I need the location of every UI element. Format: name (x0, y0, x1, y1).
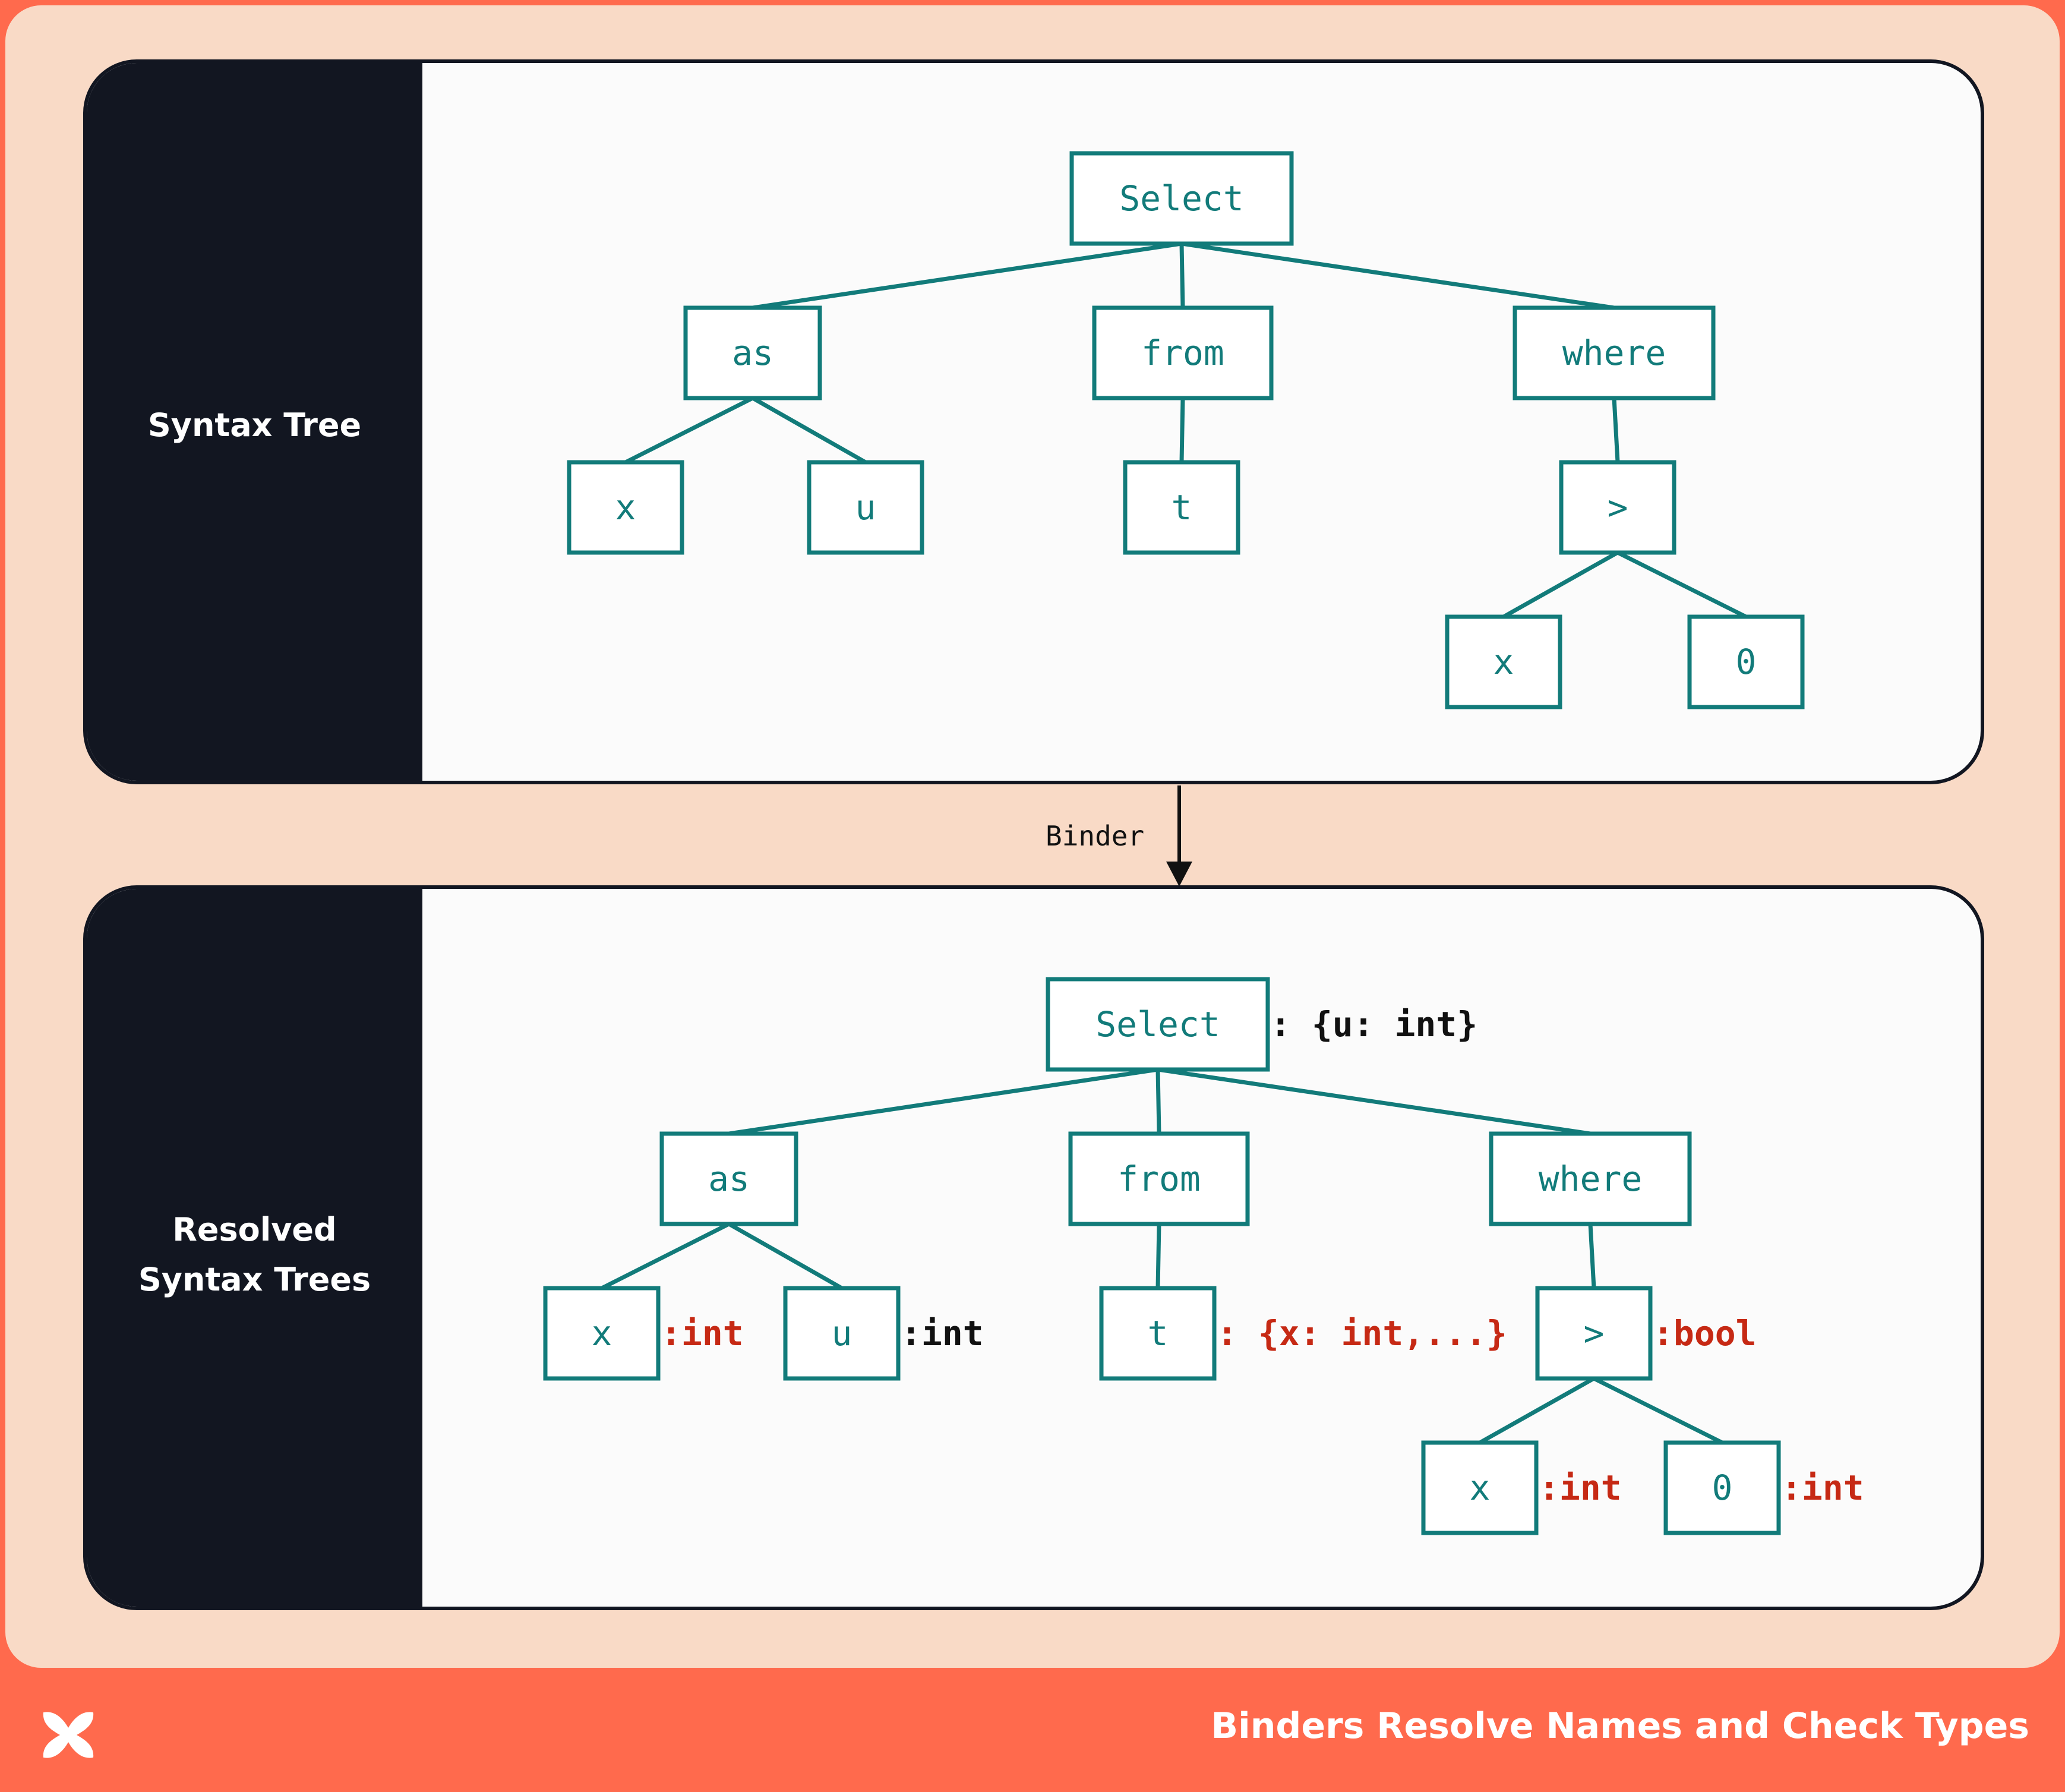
syntax-edge-gt-zero (1616, 550, 1747, 619)
type-annotation-zero: :int (1781, 1468, 1864, 1508)
resolved-node-label-zero: 0 (1712, 1468, 1733, 1508)
syntax-node-box-u (807, 460, 924, 555)
resolved-label-line-1: Resolved (172, 1211, 337, 1248)
resolved-node-box-from (1068, 1131, 1250, 1226)
resolved-node-label-gt: > (1584, 1313, 1605, 1354)
resolved-edge-gt-zero (1593, 1376, 1723, 1445)
binder-label: Binder (1046, 820, 1145, 852)
syntax-node-select: Select (1069, 151, 1294, 246)
resolved-node-label-select: Select (1095, 1004, 1220, 1045)
syntax-node-box-t (1123, 460, 1240, 555)
syntax-node-where: where (1513, 305, 1716, 400)
syntax-node-label-zero: 0 (1736, 642, 1757, 682)
syntax-node-box-x2 (1445, 614, 1562, 709)
syntax-node-zero: 0 (1687, 614, 1805, 709)
syntax-node-box-zero (1687, 614, 1805, 709)
syntax-edge-select-as (752, 241, 1182, 310)
resolved-node-box-as (659, 1131, 798, 1226)
syntax-node-box-from (1092, 305, 1274, 400)
syntax-edge-where-gt (1612, 397, 1620, 463)
syntax-node-label-u: u (855, 487, 876, 528)
resolved-node-box-t (1099, 1286, 1217, 1381)
syntax-node-label-as: as (732, 333, 773, 373)
resolved-node-box-where (1489, 1131, 1692, 1226)
syntax-node-box-select (1069, 151, 1294, 246)
resolved-node-gt: > (1535, 1286, 1653, 1381)
syntax-node-from: from (1092, 305, 1274, 400)
resolved-node-label-where: where (1539, 1159, 1643, 1199)
syntax-edge-select-where (1181, 241, 1615, 310)
resolved-label-line-2: Syntax Trees (138, 1261, 371, 1298)
type-annotation-t: : {x: int,...} (1217, 1313, 1507, 1354)
syntax-edge-as-u (752, 396, 867, 465)
binder-arrow (1166, 785, 1192, 886)
footer-title: Binders Resolve Names and Check Types (1211, 1705, 2029, 1747)
syntax-node-label-select: Select (1119, 178, 1244, 219)
syntax-node-gt: > (1559, 460, 1676, 555)
type-annotation-select: : {u: int} (1270, 1004, 1477, 1045)
resolved-node-zero: 0 (1663, 1440, 1781, 1535)
resolved-node-label-from: from (1117, 1159, 1201, 1199)
type-annotation-x: :int (661, 1313, 744, 1354)
syntax-node-x2: x (1445, 614, 1562, 709)
syntax-node-label-x2: x (1494, 642, 1514, 682)
resolved-node-box-gt (1535, 1286, 1653, 1381)
syntax-edge-select-from (1179, 243, 1185, 308)
syntax-node-label-gt: > (1608, 487, 1628, 528)
resolved-node-x2: x (1421, 1440, 1539, 1535)
syntax-tree-panel: Syntax Tree Select as from where x u t > x 0 (83, 59, 1984, 784)
resolved-edge-where-gt (1588, 1223, 1596, 1289)
syntax-node-x: x (567, 460, 684, 555)
resolved-node-x: x (543, 1286, 661, 1381)
resolved-node-box-zero (1663, 1440, 1781, 1535)
brand-x-logo-icon (43, 1712, 94, 1758)
resolved-label-band: Resolved Syntax Trees (87, 889, 422, 1607)
resolved-edge-from-t (1155, 1223, 1161, 1289)
syntax-tree-diagram: Select as from where x u t > x 0 (567, 151, 1805, 709)
resolved-node-t: t (1099, 1286, 1217, 1381)
syntax-node-label-from: from (1141, 333, 1224, 373)
syntax-tree-label-band: Syntax Tree (87, 63, 422, 781)
type-annotation-x2: :int (1539, 1468, 1622, 1508)
resolved-node-from: from (1068, 1131, 1250, 1226)
resolved-node-box-x (543, 1286, 661, 1381)
syntax-node-box-as (683, 305, 822, 400)
resolved-node-label-u: u (832, 1313, 852, 1354)
resolved-node-label-x2: x (1470, 1468, 1491, 1508)
resolved-node-box-select (1046, 977, 1270, 1072)
resolved-edge-as-u (728, 1222, 843, 1291)
resolved-node-select: Select (1046, 977, 1270, 1072)
resolved-node-label-t: t (1148, 1313, 1169, 1354)
resolved-node-as: as (659, 1131, 798, 1226)
syntax-edge-as-x (624, 396, 754, 465)
type-annotation-gt: :bool (1653, 1313, 1757, 1354)
syntax-node-label-x: x (615, 487, 636, 528)
resolved-node-box-u (783, 1286, 901, 1381)
resolved-edge-as-x (601, 1222, 730, 1291)
syntax-edge-from-t (1179, 397, 1185, 463)
resolved-node-label-as: as (708, 1159, 750, 1199)
syntax-node-u: u (807, 460, 924, 555)
syntax-node-label-t: t (1172, 487, 1192, 528)
resolved-edge-select-from (1155, 1069, 1161, 1134)
syntax-node-as: as (683, 305, 822, 400)
syntax-node-box-where (1513, 305, 1716, 400)
resolved-edge-select-as (728, 1067, 1158, 1136)
resolved-syntax-tree-diagram: Select as from where x u t > x 0 : {u: int} :int :in… (543, 977, 1864, 1535)
resolved-edge-gt-x2 (1479, 1376, 1595, 1445)
resolved-edge-select-where (1157, 1067, 1591, 1136)
resolved-node-u: u (783, 1286, 901, 1381)
resolved-syntax-trees-panel: Resolved Syntax Trees Select as from where x… (83, 885, 1984, 1610)
resolved-node-where: where (1489, 1131, 1692, 1226)
syntax-node-box-x (567, 460, 684, 555)
type-annotation-u: :int (901, 1313, 984, 1354)
syntax-tree-label: Syntax Tree (147, 406, 362, 444)
resolved-node-label-x: x (592, 1313, 612, 1354)
syntax-node-label-where: where (1562, 333, 1666, 373)
syntax-edge-gt-x2 (1502, 550, 1619, 619)
syntax-node-box-gt (1559, 460, 1676, 555)
syntax-node-t: t (1123, 460, 1240, 555)
resolved-node-box-x2 (1421, 1440, 1539, 1535)
